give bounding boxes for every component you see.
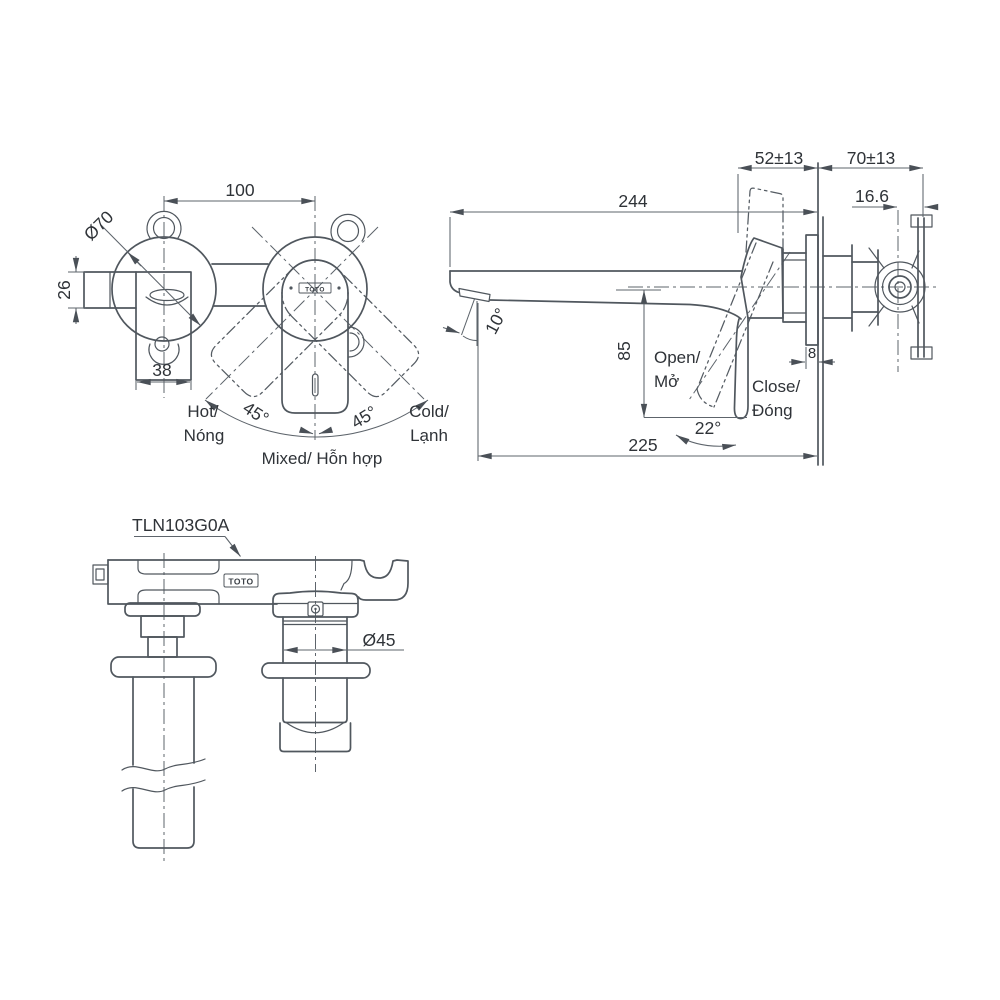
handle-open-position — [696, 187, 784, 408]
cold-label-line1: Cold/ — [409, 402, 449, 421]
cold-label-line2: Lạnh — [410, 426, 448, 445]
handle-unit-front — [262, 213, 368, 414]
open-label-line1: Open/ — [654, 348, 701, 367]
open-label-line2: Mở — [654, 372, 679, 391]
brand-logo-front: TOTO — [305, 287, 325, 294]
bottom-view-dimensions: TLN103G0A Ø45 TOTO — [132, 515, 404, 654]
bottom-view-linework — [92, 553, 409, 862]
dim-plate-thickness: 8 — [808, 345, 816, 362]
model-number-label: TLN103G0A — [132, 515, 230, 535]
spout-shank-bottom — [110, 602, 217, 849]
dim-drop-height: 85 — [614, 341, 634, 360]
dim-wall-embed: 70±13 — [847, 148, 896, 168]
dim-valve-diameter: Ø45 — [362, 630, 395, 650]
dim-spout-height: 26 — [54, 280, 74, 299]
spout-side — [449, 270, 743, 320]
side-view-linework — [449, 162, 940, 466]
valve-shank-bottom — [261, 590, 371, 753]
dim-spout-reach: 244 — [618, 191, 647, 211]
front-view-dimensions: 100 Ø70 26 38 45° 45° Hot/ Nóng Cold/ Lạ… — [54, 180, 449, 468]
close-label-line2: Đóng — [752, 401, 793, 420]
hot-label-line1: Hot/ — [187, 402, 218, 421]
close-label-line1: Close/ — [752, 377, 800, 396]
hot-label-line2: Nóng — [184, 426, 225, 445]
dim-spout-handle-spacing: 100 — [225, 180, 254, 200]
spout-unit-front — [83, 210, 269, 381]
dim-escutcheon-diameter: Ø70 — [80, 207, 118, 245]
bottom-center-lines — [163, 553, 316, 862]
front-view-linework — [83, 196, 425, 440]
angle-spout-tilt-10: 10° — [481, 305, 511, 338]
dim-body-width: 38 — [152, 360, 171, 380]
mixed-label: Mixed/ Hỗn hợp — [262, 449, 383, 468]
body-bar-bottom — [92, 559, 409, 605]
angle-open-22: 22° — [695, 418, 721, 438]
angle-45-left: 45° — [239, 397, 272, 428]
dim-valve-inset: 16.6 — [855, 186, 889, 206]
dim-outlet-to-wall: 225 — [628, 435, 657, 455]
valve-body-side — [782, 162, 933, 466]
brand-logo-bottom: TOTO — [228, 577, 253, 587]
dim-handle-clearance: 52±13 — [755, 148, 804, 168]
